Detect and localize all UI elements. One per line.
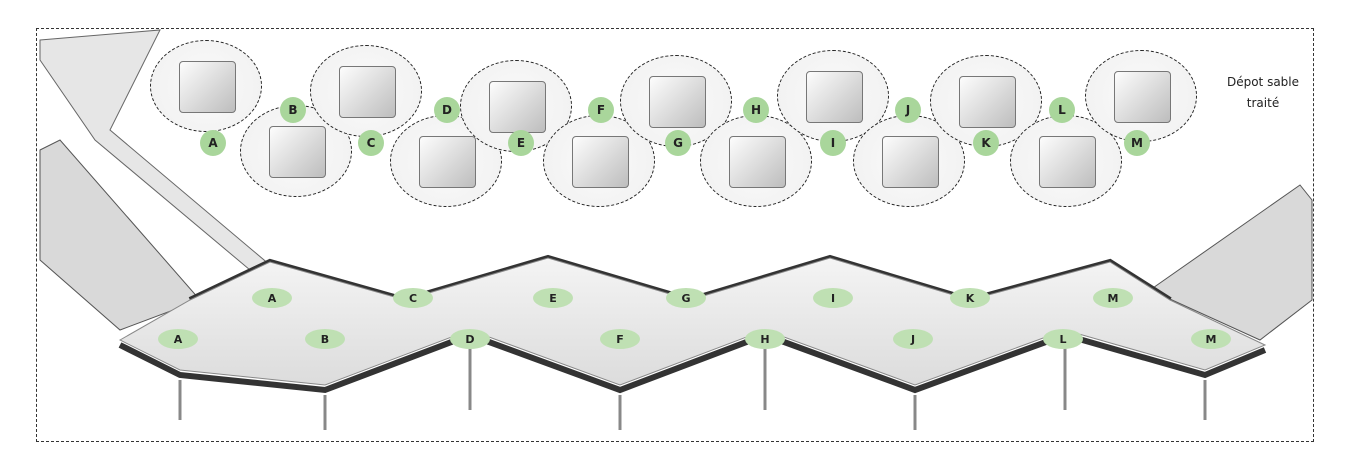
- equipment-bubble: [150, 40, 262, 132]
- station-label: F: [588, 97, 614, 123]
- station-label: C: [358, 130, 384, 156]
- equipment-illustration: [571, 135, 629, 189]
- station-label: K: [973, 130, 999, 156]
- equipment-illustration: [958, 75, 1016, 129]
- equipment-illustration: [338, 65, 396, 119]
- equipment-illustration: [805, 70, 863, 124]
- equipment-illustration: [728, 135, 786, 189]
- left-ramp: [39, 139, 201, 331]
- equipment-illustration: [488, 80, 546, 134]
- equipment-bubble: [700, 115, 812, 207]
- equipment-illustration: [418, 135, 476, 189]
- support-pillars: [178, 340, 1207, 430]
- platform-front-edge: [118, 331, 1267, 394]
- platform-station-label: L: [1043, 329, 1083, 349]
- equipment-bubble: [777, 50, 889, 142]
- station-label: G: [665, 130, 691, 156]
- equipment-illustration: [1038, 135, 1096, 189]
- right-ramp: [1148, 184, 1313, 341]
- station-label: L: [1049, 97, 1075, 123]
- platform-station-label: F: [600, 329, 640, 349]
- platform-station-label: M: [1093, 288, 1133, 308]
- platform-station-label: J: [893, 329, 933, 349]
- station-label: H: [743, 97, 769, 123]
- platform-station-label: B: [305, 329, 345, 349]
- equipment-bubble: [1085, 50, 1197, 142]
- equipment-illustration: [881, 135, 939, 189]
- platform-station-label: H: [745, 329, 785, 349]
- platform-station-label: D: [450, 329, 490, 349]
- station-label: J: [895, 97, 921, 123]
- platform-station-label: G: [666, 288, 706, 308]
- platform-station-label: K: [950, 288, 990, 308]
- platform-station-label: M: [1191, 329, 1231, 349]
- station-label: M: [1124, 130, 1150, 156]
- equipment-illustration: [268, 125, 326, 179]
- platform-station-label: A: [252, 288, 292, 308]
- equipment-illustration: [1113, 70, 1171, 124]
- station-label: A: [200, 130, 226, 156]
- platform-station-label: I: [813, 288, 853, 308]
- equipment-illustration: [178, 60, 236, 114]
- station-label: E: [508, 130, 534, 156]
- platform-station-label: E: [533, 288, 573, 308]
- station-label: B: [280, 97, 306, 123]
- equipment-bubble: [1010, 115, 1122, 207]
- equipment-illustration: [648, 75, 706, 129]
- station-label: I: [820, 130, 846, 156]
- platform-station-label: C: [393, 288, 433, 308]
- equipment-bubble: [310, 45, 422, 137]
- platform-station-label: A: [158, 329, 198, 349]
- station-label: D: [434, 97, 460, 123]
- diagram-frame: [36, 28, 1314, 442]
- depot-label: Dépot sable traité: [1226, 75, 1300, 110]
